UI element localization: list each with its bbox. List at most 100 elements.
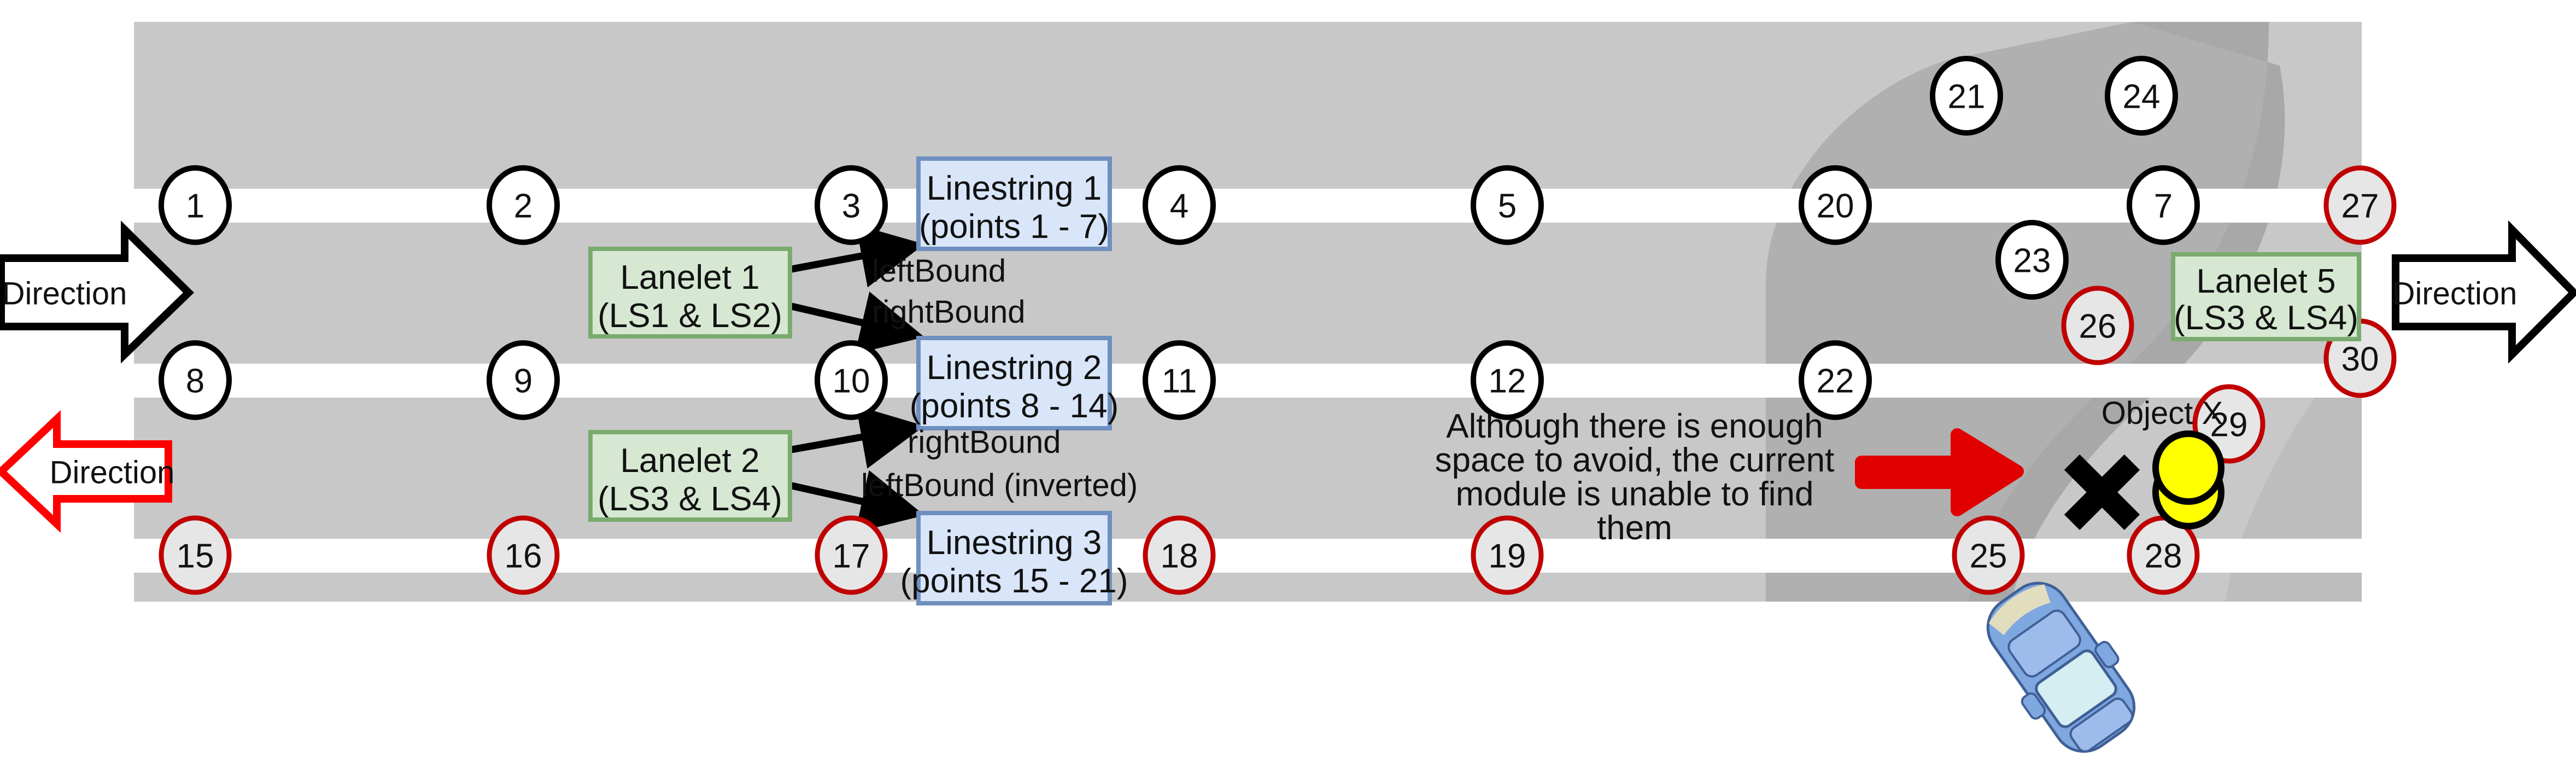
node-8-label: 8 (186, 363, 204, 400)
node-8-circle (159, 340, 232, 420)
node-1-label: 1 (186, 188, 204, 225)
linestring-box-3-subtitle: (points 15 - 21) (900, 562, 1128, 600)
node-7-label: 7 (2154, 188, 2173, 225)
node-17-label: 17 (833, 538, 870, 575)
lanelet-box-5-rect (2171, 252, 2361, 341)
direction-arrow-left-top-label: Direction (2, 276, 127, 312)
lanelet-box-5-title: Lanelet 5 (2196, 263, 2335, 300)
node-27-circle (2323, 165, 2397, 245)
node-5-circle (1471, 165, 1544, 245)
connector-arrows (791, 224, 925, 533)
node-9[interactable]: 9 (487, 340, 560, 420)
ego-vehicle-car (1986, 581, 2136, 753)
node-9-label: 9 (514, 363, 532, 400)
lanelet-box-2-subtitle: (LS3 & LS4) (598, 480, 782, 518)
node-group-black: 1 2 3 4 5 20 7 21 (159, 56, 2200, 420)
node-8[interactable]: 8 (159, 340, 232, 420)
direction-arrow-left-top[interactable]: Direction (0, 220, 195, 364)
node-24[interactable]: 24 (2105, 56, 2178, 136)
node-15[interactable]: 15 (159, 515, 232, 595)
linestring-box-3-title: Linestring 3 (927, 524, 1102, 562)
object-x-marker[interactable]: Object X (2101, 395, 2224, 529)
node-10[interactable]: 10 (815, 340, 888, 420)
node-30-label: 30 (2341, 341, 2379, 378)
linestring-box-1-title: Linestring 1 (927, 170, 1102, 207)
edge-label-leftbound-inverted: leftBound (inverted) (861, 468, 1138, 503)
node-7-circle (2127, 165, 2200, 245)
lanelet-box-1-rect (588, 247, 792, 339)
node-24-label: 24 (2123, 78, 2161, 116)
node-29-label: 29 (2210, 406, 2248, 444)
module-note-line-3: module is unable to find (1456, 475, 1814, 513)
lanelet-box-2[interactable]: Lanelet 2 (LS3 & LS4) (588, 430, 792, 522)
node-10-circle (815, 340, 888, 420)
node-19-label: 19 (1489, 538, 1526, 575)
node-21[interactable]: 21 (1930, 56, 2003, 136)
node-7[interactable]: 7 (2127, 165, 2200, 245)
node-17-circle (815, 515, 888, 595)
node-19[interactable]: 19 (1471, 515, 1544, 595)
node-20[interactable]: 20 (1799, 165, 1872, 245)
node-18[interactable]: 18 (1143, 515, 1216, 595)
linestring-box-2-subtitle: (points 8 - 14) (910, 387, 1119, 425)
node-23-label: 23 (2013, 242, 2051, 280)
node-4[interactable]: 4 (1143, 165, 1216, 245)
linestring-box-3[interactable]: Linestring 3 (points 15 - 21) (900, 511, 1128, 605)
car-hood (2007, 609, 2081, 678)
node-10-label: 10 (833, 363, 870, 400)
lanelet-box-1-subtitle: (LS1 & LS2) (598, 297, 782, 335)
node-5[interactable]: 5 (1471, 165, 1544, 245)
car-rear (2069, 697, 2134, 753)
node-16-label: 16 (505, 538, 542, 575)
direction-arrow-right-label: Direction (2392, 276, 2518, 312)
lanelet-box-1-title: Lanelet 1 (620, 259, 759, 296)
edge-label-leftbound-1: leftBound (872, 253, 1006, 289)
node-22[interactable]: 22 (1799, 340, 1872, 420)
module-note: Although there is enough space to avoid,… (1435, 407, 1835, 547)
linestring-box-1[interactable]: Linestring 1 (points 1 - 7) (916, 156, 1112, 251)
node-1[interactable]: 1 (159, 165, 232, 245)
node-21-circle (1930, 56, 2003, 136)
lanelet-box-5[interactable]: Lanelet 5 (LS3 & LS4) (2171, 252, 2361, 341)
car-headlights (1988, 584, 2051, 636)
node-26-label: 26 (2079, 308, 2117, 346)
node-2[interactable]: 2 (487, 165, 560, 245)
edge-label-rightbound-1: rightBound (872, 294, 1026, 330)
node-4-circle (1143, 165, 1216, 245)
direction-arrow-left-bottom[interactable]: Direction (0, 410, 174, 533)
linestring-box-2-rect (916, 336, 1112, 430)
node-16-circle (487, 515, 560, 595)
node-24-circle (2105, 56, 2178, 136)
node-28-label: 28 (2145, 538, 2182, 575)
node-5-label: 5 (1498, 188, 1517, 225)
node-12[interactable]: 12 (1471, 340, 1544, 420)
module-note-line-1: Although there is enough (1446, 407, 1823, 445)
linestring-box-2[interactable]: Linestring 2 (points 8 - 14) (910, 336, 1119, 430)
node-26[interactable]: 26 (2061, 286, 2134, 365)
node-1-circle (159, 165, 232, 245)
node-27[interactable]: 27 (2323, 165, 2397, 245)
node-17[interactable]: 17 (815, 515, 888, 595)
lanelet-box-1[interactable]: Lanelet 1 (LS1 & LS2) (588, 247, 792, 339)
direction-arrow-right[interactable]: Direction (2392, 220, 2576, 364)
node-16[interactable]: 16 (487, 515, 560, 595)
car-windshield (2035, 649, 2117, 729)
lanelet-box-2-rect (588, 430, 792, 522)
node-2-label: 2 (514, 188, 532, 225)
node-22-circle (1799, 340, 1872, 420)
node-3-circle (815, 165, 888, 245)
node-11[interactable]: 11 (1143, 340, 1216, 420)
node-3[interactable]: 3 (815, 165, 888, 245)
node-2-circle (487, 165, 560, 245)
node-25[interactable]: 25 (1952, 515, 2025, 595)
node-27-label: 27 (2341, 188, 2379, 225)
node-26-circle (2061, 286, 2134, 365)
node-18-label: 18 (1161, 538, 1198, 575)
connector-lanelet2-leftbound-inverted (791, 470, 925, 533)
linestring-box-1-subtitle: (points 1 - 7) (919, 208, 1109, 246)
node-25-circle (1952, 515, 2025, 595)
object-x-ellipse-upper (2152, 430, 2224, 505)
node-23[interactable]: 23 (1995, 220, 2069, 300)
